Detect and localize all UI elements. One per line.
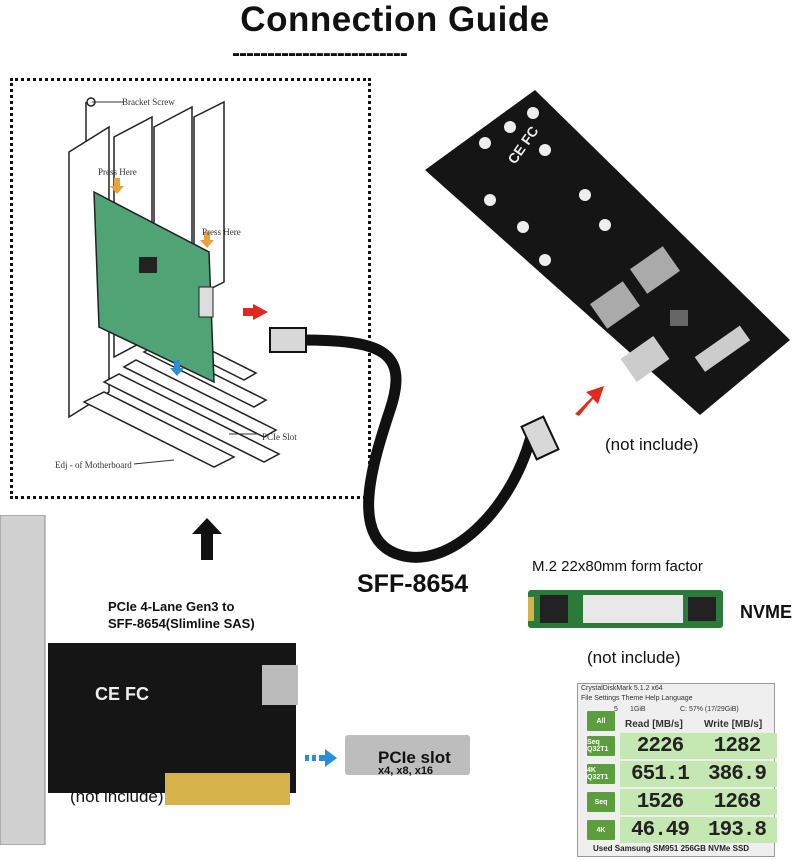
cable-label: SFF-8654 [357,570,469,598]
sff-port [620,336,670,382]
blue-arrow-icon [305,749,337,767]
m2-ssd-image [528,590,723,628]
benchmark-read-value: 651.1 [620,761,700,787]
card-sff-port [262,665,298,705]
blue-arrow-icon [170,360,184,376]
label-pcie-slot: PCIe Slot [262,432,297,442]
red-arrow-icon [575,386,604,416]
benchmark-size-select: 1GiB [630,706,646,713]
card-gold-fingers [165,773,290,805]
benchmark-write-value: 1282 [697,733,777,759]
benchmark-read-value: 46.49 [620,817,700,843]
sff-8654-cable [269,327,560,563]
m2-slot-sata [630,246,680,294]
benchmark-row-label: Seq Q32T1 [587,736,615,756]
installation-diagram-frame [10,78,371,499]
m2-slot-nvme [590,281,640,329]
benchmark-write-value: 386.9 [697,761,777,787]
card-not-included-label: (not include) [70,787,164,806]
pcb-card [93,190,215,384]
card-bracket [0,515,46,845]
cable-connector-right [520,415,560,461]
label-press-here-2: Press Here [202,227,241,237]
benchmark-read-header: Read [MB/s] [625,719,683,730]
pcie-adapter-card: CE FC [0,515,298,845]
benchmark-read-value: 2226 [620,733,700,759]
page-title: Connection Guide [240,0,550,39]
red-arrow-icon [243,304,268,320]
m2-adapter-board: CE FC [425,90,790,415]
pcie-slot-sub: x4, x8, x16 [378,765,434,777]
ssd-type-label: NVME [740,602,793,622]
label-edge-of-motherboard: Edj - of Motherboard [55,460,132,470]
ssd-not-included-label: (not include) [587,648,681,667]
benchmark-drive-select: C: 57% (17/29GiB) [680,706,739,713]
benchmark-row-label: Seq [587,792,615,812]
benchmark-write-header: Write [MB/s] [704,719,763,730]
benchmark-window-title: CrystalDiskMark 5.1.2 x64 [581,685,663,692]
press-here-arrow-icon [110,178,124,194]
card-title-line2: SFF-8654(Slimline SAS) [108,616,255,631]
card-ce-fc-marking: CE FC [95,684,149,704]
benchmark-footer: Used Samsung SM951 256GB NVMe SSD [593,844,750,853]
card-title-line1: PCIe 4-Lane Gen3 to [108,599,235,614]
benchmark-row-label: 4K [587,820,615,840]
benchmark-all-button: All [587,711,615,731]
board-chip [670,310,688,326]
press-here-arrow-icon [200,232,214,248]
benchmark-write-value: 1268 [697,789,777,815]
cable-connector-left [269,327,307,353]
pcie-slot-box [345,735,470,775]
card-pcb [48,643,296,793]
sata-power-port [694,325,751,372]
benchmark-menu: File Settings Theme Help Language [581,695,693,702]
benchmark-row-label: 4K Q32T1 [587,764,615,784]
adapter-not-included-label: (not include) [605,435,699,454]
pcb-chip [139,257,157,273]
installation-diagram [68,97,281,468]
benchmark-count-select: 5 [614,706,618,713]
ssd-form-factor-label: M.2 22x80mm form factor [532,558,703,575]
pcie-slot-title: PCIe slot [378,748,451,767]
slot-1 [102,373,281,463]
pcb-connector [198,286,214,318]
label-press-here-1: Press Here [98,167,137,177]
label-bracket-screw: Bracket Screw [122,97,175,107]
adapter-pcb [425,90,790,415]
benchmark-write-value: 193.8 [697,817,777,843]
up-arrow-icon [192,518,222,560]
benchmark-read-value: 1526 [620,789,700,815]
title-underline: ------------------------- [232,40,408,67]
